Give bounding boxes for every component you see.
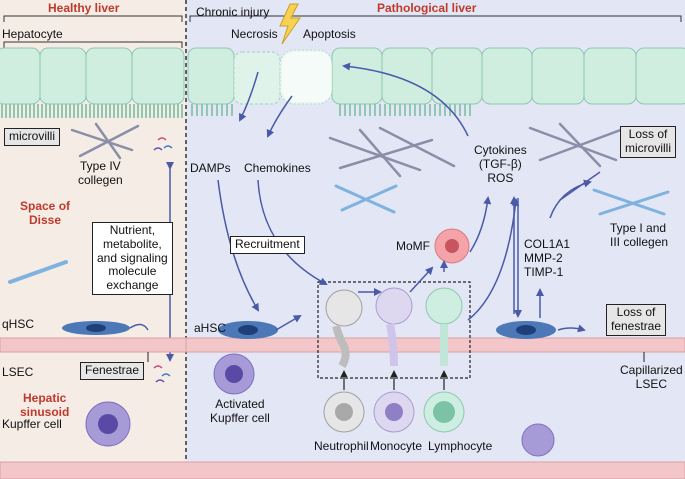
- cytokines-label: Cytokines (TGF-β) ROS: [474, 143, 527, 185]
- hepatocyte-label: Hepatocyte: [2, 27, 63, 41]
- microvilli-pathological: [191, 104, 471, 116]
- apoptosis-zone: [282, 52, 332, 102]
- collagen-type-i-iii: [592, 188, 670, 216]
- collagen-bundle-right: [528, 122, 628, 168]
- ahsc-nucleus: [238, 325, 258, 335]
- healthy-title-bracket: [3, 15, 183, 22]
- signaling-molecules-bottom: [153, 365, 171, 383]
- transmigrating-lymphocyte: [425, 287, 463, 366]
- neutrophil-label: Neutrophil: [314, 439, 369, 453]
- lymphocyte-label: Lymphocyte: [428, 439, 493, 453]
- ahsc-label: aHSC: [194, 321, 227, 335]
- recruitment-box: [317, 281, 471, 379]
- sinusoid-floor: [0, 461, 685, 479]
- kupffer-cell-label: Kupffer cell: [2, 417, 62, 431]
- chemokines-label: Chemokines: [244, 161, 311, 175]
- collagen-bundle-small: [334, 184, 398, 214]
- chronic-injury-label: Chronic injury: [196, 5, 270, 19]
- damps-label: DAMPs: [190, 161, 231, 175]
- lsec-label: LSEC: [2, 365, 34, 379]
- kupffer-bottom-right: [521, 423, 555, 457]
- process-arrows: [217, 62, 601, 333]
- apoptosis-label: Apoptosis: [303, 27, 356, 41]
- lymphocyte-nucleus: [433, 401, 455, 423]
- signaling-molecules-top: [153, 137, 173, 151]
- necrosis-label: Necrosis: [231, 27, 278, 41]
- loss-of-microvilli-label: Loss of microvilli: [620, 126, 676, 158]
- type-iv-collagen-network: [70, 122, 140, 160]
- healthy-liver-title: Healthy liver: [48, 1, 120, 15]
- microvilli-healthy: [1, 104, 183, 118]
- microvilli-label: microvilli: [4, 128, 60, 146]
- momf-label: MoMF: [396, 239, 430, 253]
- transmigrating-monocyte: [375, 287, 413, 367]
- qhsc-label: qHSC: [2, 317, 35, 331]
- lightning-icon: [279, 3, 301, 45]
- pathological-title-bracket: [189, 15, 682, 22]
- hepatocyte-bracket: [3, 41, 183, 48]
- endothelium-healthy: [0, 337, 187, 353]
- qhsc-inhibition-line: [129, 323, 149, 331]
- monocyte-nucleus: [385, 403, 403, 421]
- type-iv-collagen-label: Type IV collegen: [78, 159, 123, 187]
- pathological-liver-title: Pathological liver: [377, 1, 477, 15]
- exchange-box: Nutrient, metabolite, and signaling mole…: [92, 222, 173, 295]
- qhsc-nucleus: [86, 324, 106, 332]
- hepatocyte-row: [0, 47, 685, 105]
- momf-nucleus: [445, 239, 459, 253]
- loss-of-fenestrae-label: Loss of fenestrae: [606, 304, 667, 336]
- collagen-bundle-center: [328, 126, 456, 178]
- col1a1-mmp2-timp1-label: COL1A1 MMP-2 TIMP-1: [524, 237, 571, 279]
- type-i-iii-collagen-label: Type I and III collegen: [610, 221, 669, 249]
- transmigrating-neutrophil: [325, 289, 363, 369]
- neutrophil-nucleus: [335, 403, 353, 421]
- recruitment-label: Recruitment: [230, 236, 305, 254]
- monocyte-label: Monocyte: [370, 439, 423, 453]
- activated-kupffer-label: Activated Kupffer cell: [210, 397, 270, 425]
- hepatic-sinusoid-label: Hepatic sinusoid: [20, 391, 70, 419]
- collagen-fiber-healthy: [8, 260, 68, 284]
- ahsc-right-nucleus: [516, 325, 536, 335]
- capillarized-lsec-label: Capillarized LSEC: [620, 363, 683, 391]
- fenestrae-label: Fenestrae: [80, 362, 145, 380]
- kupffer-cell-nucleus: [98, 414, 118, 434]
- endothelium-pathological: [185, 337, 685, 353]
- activated-kupffer-nucleus: [225, 365, 243, 383]
- space-of-disse-label: Space of Disse: [20, 199, 71, 227]
